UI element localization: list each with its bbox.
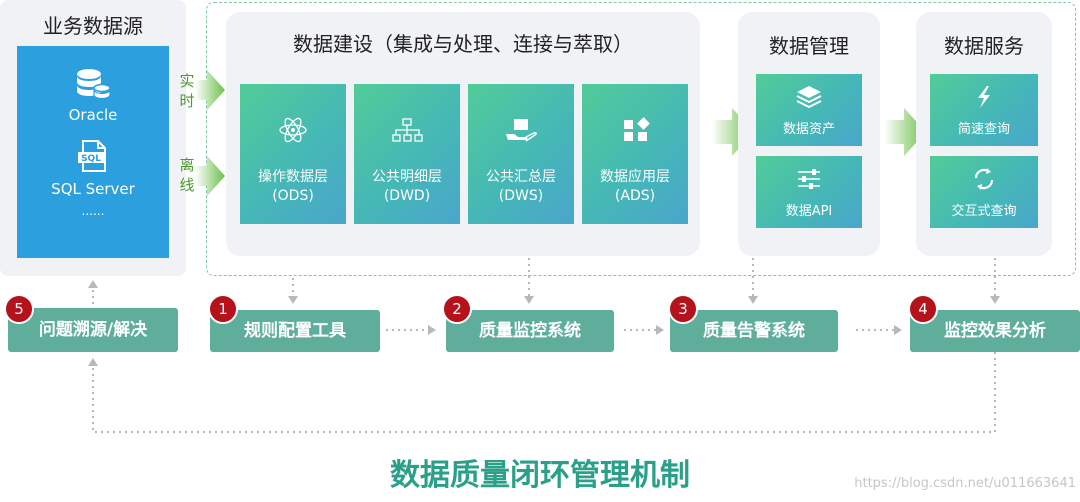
service-item-fast-query[interactable]: 简速查询 (930, 74, 1038, 146)
tool-trace-resolve[interactable]: 问题溯源/解决 (8, 308, 178, 352)
source-box: Oracle SQL SQL Server ...... (17, 46, 169, 258)
atom-icon (240, 116, 346, 144)
layers-icon (756, 84, 862, 110)
tool-quality-monitor[interactable]: 质量监控系统 (446, 310, 614, 352)
service-title: 数据服务 (944, 34, 1024, 58)
manage-to-service-arrow-icon (884, 108, 926, 156)
footer-title: 数据质量闭环管理机制 (390, 458, 690, 493)
layer-dws-name: 公共汇总层 (486, 169, 556, 185)
sql-file-icon: SQL (77, 139, 109, 173)
tool-rule-config-badge: 1 (208, 294, 238, 324)
source-item-sqlserver: SQL Server (51, 180, 135, 198)
tool-rule-config[interactable]: 规则配置工具 (210, 310, 380, 352)
source-item-more: ...... (81, 204, 105, 218)
svg-text:SQL: SQL (81, 154, 101, 164)
layer-ads[interactable]: 数据应用层 (ADS) (582, 84, 688, 224)
source-panel: 业务数据源 Oracle SQL SQL Server ...... (0, 0, 186, 276)
source-title: 业务数据源 (43, 14, 143, 38)
hierarchy-icon (354, 116, 460, 144)
tool-effect-analysis[interactable]: 监控效果分析 (910, 310, 1080, 352)
layer-ods-code: (ODS) (272, 188, 314, 204)
service-item-interactive-query-label: 交互式查询 (951, 204, 1017, 219)
build-title: 数据建设（集成与处理、连接与萃取） (293, 32, 633, 56)
tool-quality-alert[interactable]: 质量告警系统 (670, 310, 838, 352)
refresh-icon (930, 166, 1038, 192)
database-icon (73, 66, 113, 102)
layer-ods-name: 操作数据层 (258, 169, 328, 185)
layer-ads-code: (ADS) (614, 188, 656, 204)
layer-dws[interactable]: 公共汇总层 (DWS) (468, 84, 574, 224)
manage-item-api[interactable]: 数据API (756, 156, 862, 228)
tool-quality-alert-badge: 3 (668, 294, 698, 324)
layer-ods[interactable]: 操作数据层 (ODS) (240, 84, 346, 224)
tool-quality-monitor-badge: 2 (442, 294, 472, 324)
realtime-arrow-icon (195, 70, 225, 110)
service-item-interactive-query[interactable]: 交互式查询 (930, 156, 1038, 228)
realtime-label-2: 时 (179, 92, 195, 110)
offline-label-1: 离 (179, 156, 195, 174)
tool-effect-analysis-badge: 4 (908, 294, 938, 324)
lightning-icon (930, 84, 1038, 110)
offline-label-2: 线 (179, 176, 195, 194)
layer-dwd-name: 公共明细层 (372, 169, 442, 185)
apps-icon (582, 116, 688, 144)
box-hand-icon (468, 116, 574, 144)
watermark: https://blog.csdn.net/u011663641 (854, 476, 1076, 491)
offline-arrow-icon (195, 156, 225, 196)
source-item-oracle: Oracle (68, 106, 118, 124)
build-to-manage-arrow-icon (712, 108, 754, 156)
manage-item-asset[interactable]: 数据资产 (756, 74, 862, 146)
pipeline-dashed-border (206, 2, 1076, 276)
manage-item-api-label: 数据API (785, 204, 833, 219)
sliders-icon (756, 166, 862, 192)
realtime-label-1: 实 (179, 72, 195, 90)
service-item-fast-query-label: 简速查询 (957, 122, 1010, 137)
layer-dwd-code: (DWD) (383, 188, 431, 204)
layer-dwd[interactable]: 公共明细层 (DWD) (354, 84, 460, 224)
manage-title: 数据管理 (769, 34, 849, 58)
layer-dws-code: (DWS) (498, 188, 544, 204)
manage-item-asset-label: 数据资产 (782, 122, 835, 137)
tool-trace-resolve-badge: 5 (4, 294, 34, 324)
layer-ads-name: 数据应用层 (600, 169, 670, 185)
